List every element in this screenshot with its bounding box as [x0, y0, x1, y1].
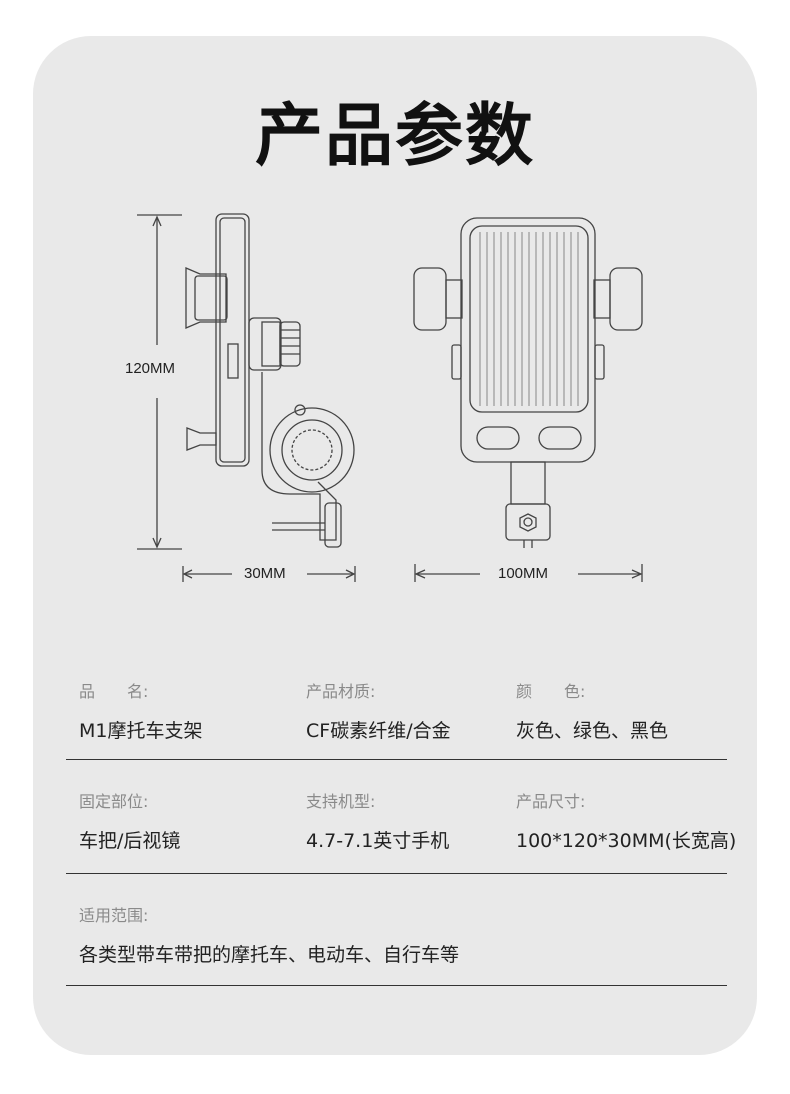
spec-value: 各类型带车带把的摩托车、电动车、自行车等	[79, 944, 460, 966]
spec-value: 车把/后视镜	[79, 830, 181, 852]
spec-label: 支持机型:	[306, 792, 376, 811]
height-arrow-down	[152, 537, 162, 549]
spec-item-phones: 支持机型: 4.7-7.1英寸手机	[306, 788, 449, 853]
spec-label: 适用范围:	[79, 906, 149, 925]
dimension-drawings: 120MM 30MM 100MM	[121, 213, 643, 582]
spec-item-size: 产品尺寸: 100*120*30MM(长宽高)	[516, 788, 736, 853]
spec-row: 品 名: M1摩托车支架 产品材质: CF碳素纤维/合金 颜 色: 灰色、绿色、…	[66, 650, 727, 760]
spec-item-mount: 固定部位: 车把/后视镜	[79, 788, 180, 853]
spec-item-color: 颜 色: 灰色、绿色、黑色	[516, 678, 668, 743]
width-dimension-label: 100MM	[494, 565, 553, 582]
front-pad-ribs	[479, 232, 579, 406]
side-view-drawing	[185, 213, 355, 548]
product-line-drawing	[137, 213, 643, 582]
depth-dimension-label: 30MM	[240, 565, 290, 582]
spec-label: 颜 色:	[516, 682, 586, 701]
spec-value: 4.7-7.1英寸手机	[306, 830, 450, 852]
height-dimension-label: 120MM	[121, 360, 180, 377]
front-view-drawing	[413, 217, 643, 548]
height-arrow-up	[152, 215, 162, 227]
spec-item-name: 品 名: M1摩托车支架	[79, 678, 202, 743]
spec-value: 灰色、绿色、黑色	[516, 720, 669, 742]
spec-row: 固定部位: 车把/后视镜 支持机型: 4.7-7.1英寸手机 产品尺寸: 100…	[66, 760, 736, 874]
spec-row: 适用范围: 各类型带车带把的摩托车、电动车、自行车等	[66, 874, 727, 986]
spec-item-material: 产品材质: CF碳素纤维/合金	[306, 678, 451, 743]
spec-card	[33, 36, 757, 1055]
spec-label: 产品尺寸:	[516, 792, 586, 811]
spec-label: 固定部位:	[79, 792, 149, 811]
spec-value: CF碳素纤维/合金	[306, 720, 451, 742]
page-title: 产品参数	[254, 97, 535, 176]
spec-label: 品 名:	[79, 682, 149, 701]
spec-label: 产品材质:	[306, 682, 376, 701]
spec-item-usage: 适用范围: 各类型带车带把的摩托车、电动车、自行车等	[79, 902, 459, 967]
spec-value: M1摩托车支架	[79, 720, 203, 742]
spec-table: 品 名: M1摩托车支架 产品材质: CF碳素纤维/合金 颜 色: 灰色、绿色、…	[66, 650, 736, 986]
spec-value: 100*120*30MM(长宽高)	[516, 830, 737, 852]
